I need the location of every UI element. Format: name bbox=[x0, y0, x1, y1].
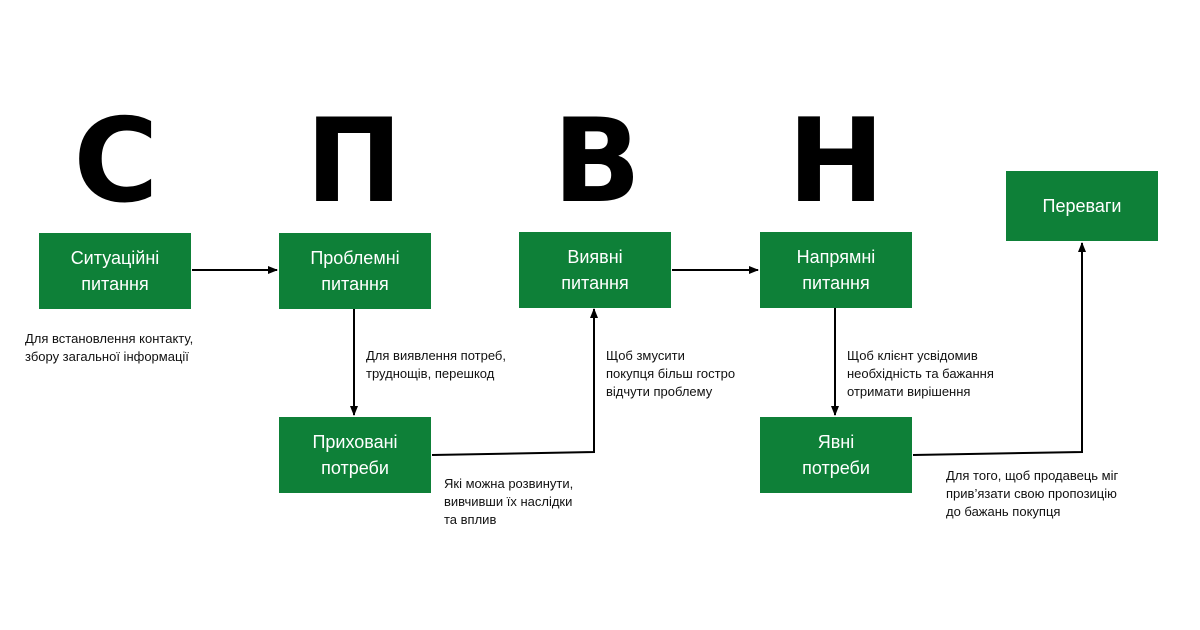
letter-n: Н bbox=[787, 94, 885, 229]
letter-s: С bbox=[73, 94, 159, 229]
box-situational-questions: Ситуаційні питання bbox=[39, 233, 191, 309]
box-implied-needs: Приховані потреби bbox=[279, 417, 431, 493]
arrow-explicit-to-benefits bbox=[912, 242, 1086, 456]
note-explicit-needs: Для того, щоб продавець міг прив’язати с… bbox=[946, 468, 1119, 519]
note-problem: Для виявлення потреб, труднощів, перешко… bbox=[366, 348, 506, 381]
letter-v: В bbox=[552, 94, 642, 229]
note-implication: Щоб змусити покупця більш гостро відчути… bbox=[606, 348, 736, 399]
box-need-payoff-questions: Напрямні питання bbox=[760, 232, 912, 308]
note-situational: Для встановлення контакту, збору загальн… bbox=[25, 331, 194, 364]
note-implied-needs: Які можна розвинути, вивчивши їх наслідк… bbox=[444, 476, 574, 527]
arrow-implied-to-implication bbox=[431, 308, 598, 456]
box-problem-questions: Проблемні питання bbox=[279, 233, 431, 309]
letter-p: П bbox=[305, 94, 403, 229]
box-implication-questions: Виявні питання bbox=[519, 232, 671, 308]
box-benefits: Переваги bbox=[1006, 171, 1158, 241]
box-explicit-needs: Явні потреби bbox=[760, 417, 912, 493]
note-need-payoff: Щоб клієнт усвідомив необхідність та баж… bbox=[847, 348, 994, 399]
